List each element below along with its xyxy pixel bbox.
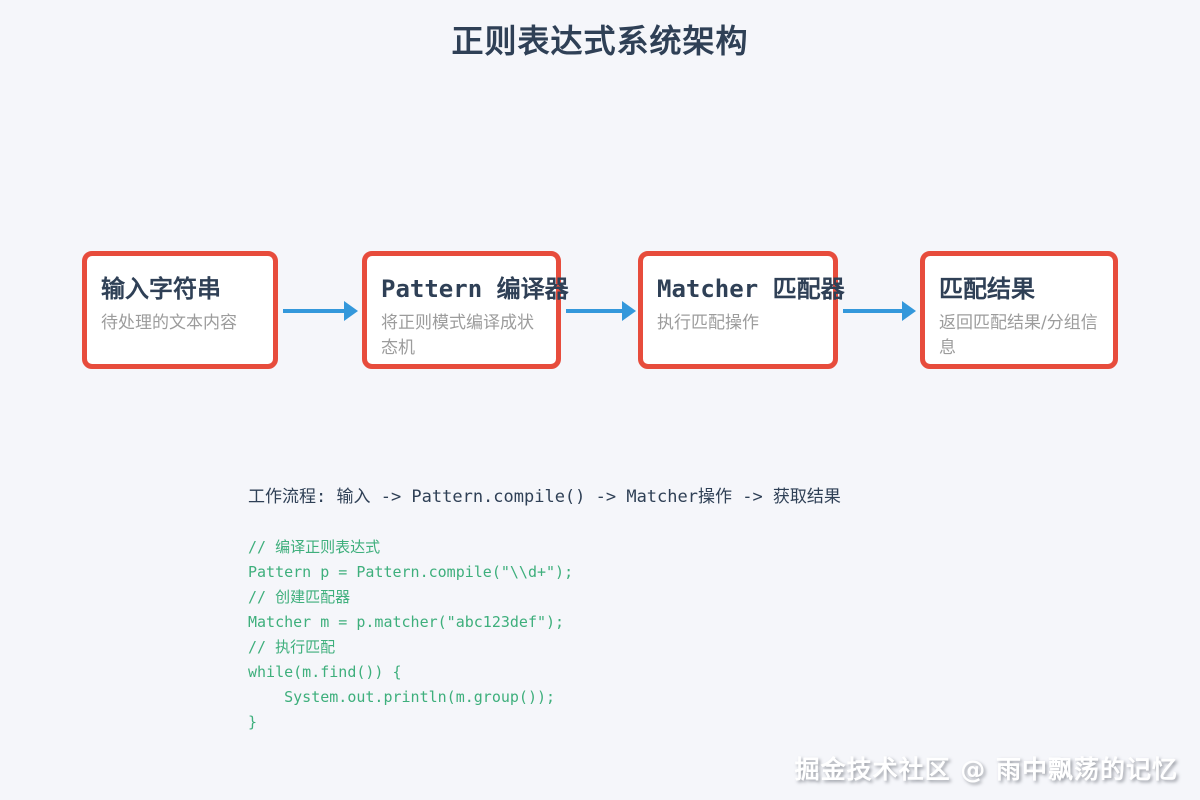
code-line: Matcher m = p.matcher("abc123def"); xyxy=(248,613,565,631)
flow-node-matcher: Matcher 匹配器 执行匹配操作 xyxy=(638,251,845,369)
flow-arrow-right-icon xyxy=(843,301,916,321)
node-subtitle: 待处理的文本内容 xyxy=(101,312,237,333)
page-title: 正则表达式系统架构 xyxy=(451,22,749,60)
code-line: } xyxy=(248,713,258,731)
node-title: 输入字符串 xyxy=(101,275,221,303)
code-line: // 执行匹配 xyxy=(248,638,336,656)
node-title: 匹配结果 xyxy=(939,275,1035,303)
flow-node-pattern-compiler: Pattern 编译器 将正则模式编译成状态机 xyxy=(362,251,569,369)
code-line: while(m.find()) { xyxy=(248,663,402,681)
flow-arrow-right-icon xyxy=(566,301,636,321)
code-sample-block: // 编译正则表达式 Pattern p = Pattern.compile("… xyxy=(248,535,573,735)
workflow-summary-line: 工作流程: 输入 -> Pattern.compile() -> Matcher… xyxy=(248,487,841,507)
node-subtitle: 返回匹配结果/分组信息 xyxy=(939,312,1098,358)
code-line: // 编译正则表达式 xyxy=(248,538,381,556)
watermark: 掘金技术社区 @ 雨中飘荡的记忆 xyxy=(794,755,1178,784)
node-subtitle: 将正则模式编译成状态机 xyxy=(381,312,534,358)
node-title: Matcher 匹配器 xyxy=(657,275,845,303)
code-line: // 创建匹配器 xyxy=(248,588,351,606)
code-line: System.out.println(m.group()); xyxy=(248,688,556,706)
node-title: Pattern 编译器 xyxy=(381,275,569,303)
flow-node-input-string: 输入字符串 待处理的文本内容 xyxy=(82,251,278,369)
code-line: Pattern p = Pattern.compile("\\d+"); xyxy=(248,563,574,581)
flow-arrow-right-icon xyxy=(283,301,358,321)
node-subtitle: 执行匹配操作 xyxy=(657,312,759,333)
flow-node-match-result: 匹配结果 返回匹配结果/分组信息 xyxy=(920,251,1118,369)
